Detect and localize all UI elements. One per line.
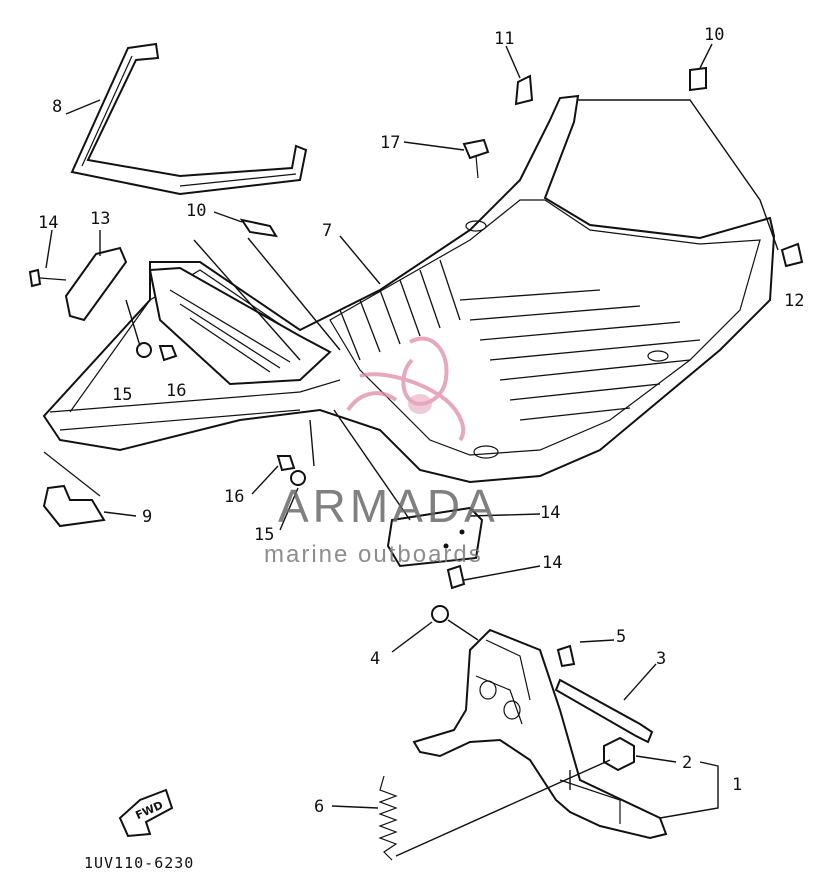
- part-15-washer-left: [136, 342, 152, 358]
- callout-10-top: 10: [704, 25, 724, 45]
- part-12-block: [386, 506, 484, 568]
- callout-5: 5: [616, 627, 626, 647]
- callout-13: 13: [90, 209, 110, 229]
- part-1-main-stand: [412, 628, 668, 840]
- watermark-brand: ARMADA: [278, 480, 499, 532]
- callout-11-right: 12: [784, 291, 804, 311]
- watermark-tagline: marine outboards: [264, 541, 483, 568]
- part-11-clip-right: [780, 242, 804, 268]
- floor-ribs: [339, 259, 701, 421]
- callout-15-left: 15: [112, 385, 132, 405]
- part-7-floorboard: [42, 94, 776, 484]
- fwd-arrow-icon: FWD: [118, 788, 174, 838]
- callout-16-left: 16: [166, 381, 186, 401]
- part-11-clip-top: [514, 74, 534, 106]
- callout-9: 9: [142, 507, 152, 527]
- part-16-nut-left: [158, 345, 178, 362]
- part-code: 1UV110-6230: [84, 854, 194, 872]
- part-6-spring: [378, 775, 398, 861]
- part-5-pin: [556, 644, 576, 668]
- callout-14-right: 14: [542, 553, 562, 573]
- part-8-bracket: [70, 42, 308, 196]
- callout-2: 2: [682, 753, 692, 773]
- callout-1: 1: [732, 775, 742, 795]
- callout-15-mid: 15: [254, 525, 274, 545]
- part-17-screw: [462, 138, 490, 179]
- part-9-bracket: [42, 451, 106, 528]
- part-10-pad-top: [689, 66, 707, 92]
- leader-lines: [45, 43, 779, 857]
- callout-4: 4: [370, 649, 380, 669]
- callout-12: 14: [540, 503, 560, 523]
- part-3-shaft: [554, 678, 654, 744]
- callout-11-top: 11: [494, 29, 514, 49]
- callout-16-mid: 16: [224, 487, 244, 507]
- callout-17: 17: [380, 133, 400, 153]
- part-4-washer: [431, 605, 449, 623]
- callout-7: 7: [322, 221, 332, 241]
- armada-logo-watermark: [346, 336, 466, 442]
- part-14-bolt-right: [446, 564, 466, 590]
- callout-6: 6: [314, 797, 324, 817]
- part-16-nut-mid: [276, 455, 296, 472]
- part-15-washer-mid: [290, 470, 306, 486]
- callout-8: 8: [52, 97, 62, 117]
- callout-10-left: 10: [186, 201, 206, 221]
- part-2-stopper: [603, 736, 635, 772]
- callout-labels: 8 11 10 17 10 7 14 13 12 15 16 9 16 15 1…: [38, 25, 804, 817]
- left-side-panel: [148, 266, 332, 386]
- part-10-pad-left: [239, 218, 278, 238]
- callout-3: 3: [656, 649, 666, 669]
- part-14-bolt-left: [28, 268, 67, 288]
- part-13-bracket: [64, 246, 128, 322]
- callout-14-left: 14: [38, 213, 58, 233]
